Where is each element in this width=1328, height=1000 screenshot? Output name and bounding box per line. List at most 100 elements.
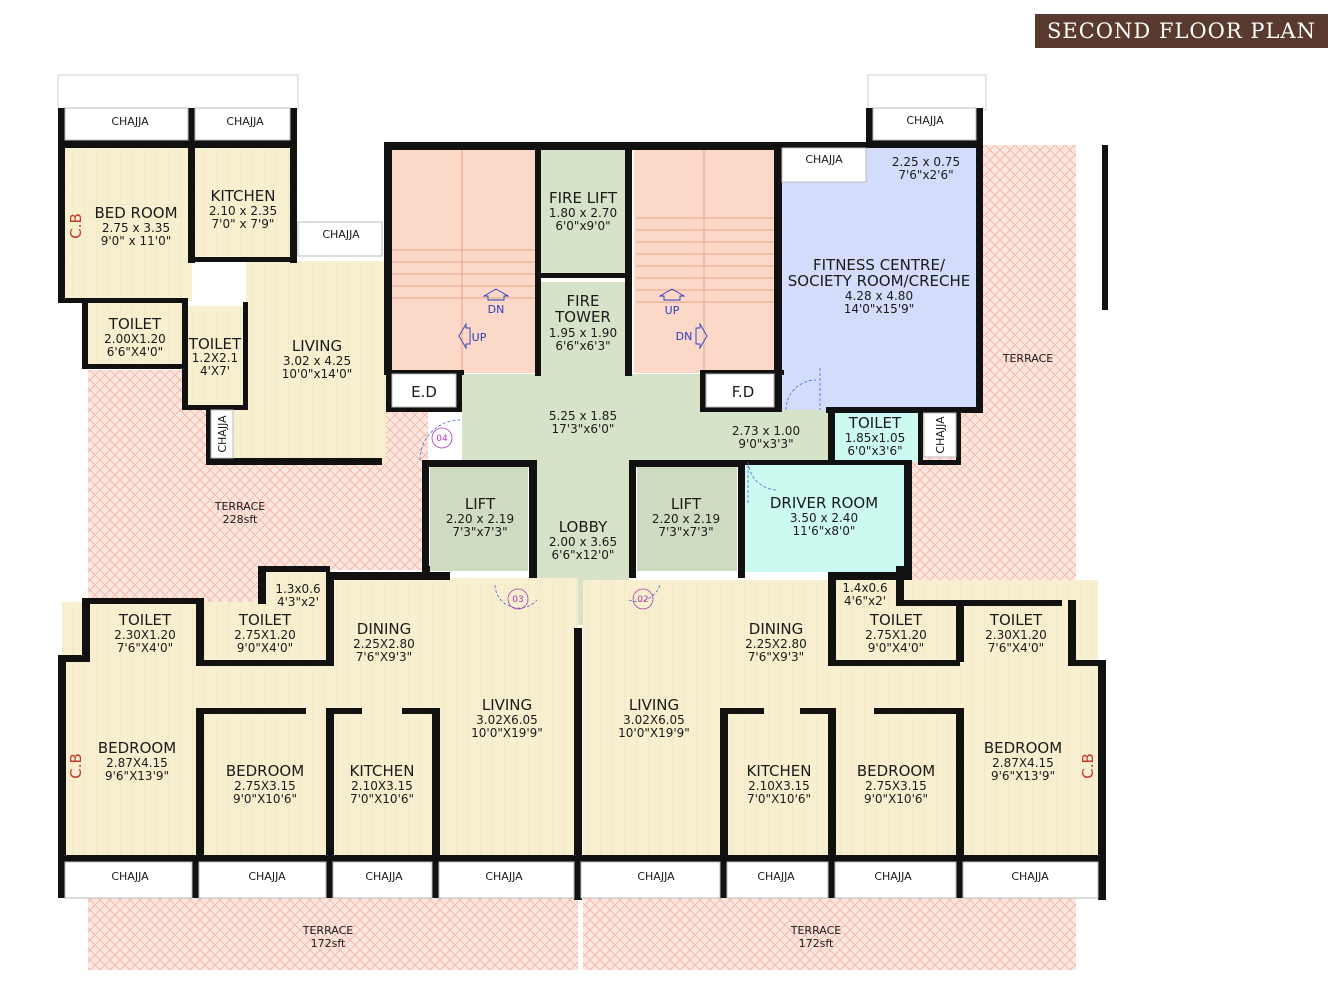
room-dims: 10'0"X19'9" [471, 726, 543, 740]
room-name-kitchen: KITCHEN [350, 762, 415, 780]
room-dims: 3.02X6.05 [476, 713, 538, 727]
chajja-label: CHAJJA [226, 115, 264, 128]
room-name-toilet: TOILET [848, 414, 902, 432]
duct-dims: 4'6"x2' [844, 594, 886, 608]
chajja-label: CHAJJA [757, 870, 795, 883]
room-dims: 2.75X1.20 [865, 628, 927, 642]
room-name-bedroom: BEDROOM [226, 762, 304, 780]
room-dims: 1.95 x 1.90 [549, 326, 617, 340]
room-dims: 9'6"X13'9" [105, 769, 169, 783]
room-dims: 7'6"X9'3" [356, 650, 412, 664]
terrace-bottom-right [583, 895, 1076, 970]
room-dims: 2.25X2.80 [745, 637, 807, 651]
room-dims: 7'0"X10'6" [747, 792, 811, 806]
door-marker-04 [431, 427, 453, 449]
room-name-toilet: TOILET [188, 335, 242, 353]
ed-label: E.D [411, 383, 437, 401]
stair-up-label: UP [665, 304, 680, 317]
room-name-fire-lift: FIRE LIFT [549, 189, 618, 207]
room-name-kitchen: KITCHEN [747, 762, 812, 780]
chajja-label: CHAJJA [216, 415, 229, 453]
duct-dims: 1.4x0.6 [842, 581, 887, 595]
door-swings [419, 368, 821, 609]
room-dims: 2.75X1.20 [234, 628, 296, 642]
room-name-toilet: TOILET [238, 611, 292, 629]
room-dims: 2.00 x 3.65 [549, 535, 617, 549]
room-name-lift: LIFT [465, 495, 496, 513]
chajja-label: CHAJJA [805, 153, 843, 166]
room-fills [62, 148, 1098, 858]
room-name-living: LIVING [629, 696, 679, 714]
room-dims: 6'6"x6'3" [555, 339, 610, 353]
room-name-lobby: LOBBY [559, 518, 608, 536]
chajja-label: CHAJJA [934, 416, 947, 454]
room-name-toilet: TOILET [108, 315, 162, 333]
room-dims: 2.20 x 2.19 [446, 512, 514, 526]
room-name-bedroom: BEDROOM [984, 739, 1062, 757]
terrace-bottom-left [88, 895, 578, 970]
terrace-label: TERRACE [214, 500, 266, 513]
chajja-label: CHAJJA [906, 114, 944, 127]
room-dims: 7'6"X4'0" [988, 641, 1044, 655]
cb-label: C.B [67, 753, 85, 779]
stair-dn-label: DN [488, 303, 505, 316]
terrace-area: 172sft [799, 937, 834, 950]
terrace-label: TERRACE [302, 924, 354, 937]
room-dims: 7'6"X4'0" [117, 641, 173, 655]
fitness-chajja-dims: 2.25 x 0.75 [892, 155, 960, 169]
room-dims: 6'6"X4'0" [107, 345, 163, 359]
duct-dims: 4'3"x2' [277, 595, 319, 609]
room-dims: 3.02 x 4.25 [283, 354, 351, 368]
passage-dims: 2.73 x 1.00 [732, 424, 800, 438]
stair-dn-label: DN [676, 330, 693, 343]
room-dims: 2.87X4.15 [992, 756, 1054, 770]
corridor-dims: 5.25 x 1.85 [549, 409, 617, 423]
door-number: 04 [436, 434, 448, 444]
terrace-strip-left [88, 570, 260, 602]
duct-dims: 1.3x0.6 [275, 582, 320, 596]
room-name-kitchen: KITCHEN [211, 187, 276, 205]
door-markers [431, 427, 654, 610]
terrace-label: TERRACE [1002, 352, 1054, 365]
room-dims: 9'0"X10'6" [233, 792, 297, 806]
room-dims: 2.75X3.15 [234, 779, 296, 793]
room-dims: 2.30X1.20 [114, 628, 176, 642]
chajja-label: CHAJJA [637, 870, 675, 883]
room-name-fire-tower: FIRE [567, 292, 600, 310]
room-dims: 6'0"x9'0" [555, 219, 610, 233]
chajja-label: CHAJJA [485, 870, 523, 883]
chajja-label: CHAJJA [1011, 870, 1049, 883]
plan-title: SECOND FLOOR PLAN [1047, 19, 1316, 43]
fitness-chajja-dims: 7'6"x2'6" [898, 168, 953, 182]
door-marker-03 [507, 588, 529, 610]
room-dims: 11'6"x8'0" [793, 524, 856, 538]
room-dims: 2.10 x 2.35 [209, 204, 277, 218]
door-number: 03 [512, 595, 523, 605]
terrace-area: 172sft [311, 937, 346, 950]
room-name-dining: DINING [749, 620, 803, 638]
room-dims: 9'6"X13'9" [991, 769, 1055, 783]
chajja-label: CHAJJA [365, 870, 403, 883]
room-name-lift: LIFT [671, 495, 702, 513]
room-dims: 2.25X2.80 [353, 637, 415, 651]
room-dims: 2.30X1.20 [985, 628, 1047, 642]
room-dims: 1.85x1.05 [845, 431, 906, 445]
room-name-bedroom: BEDROOM [98, 739, 176, 757]
chajja-label: CHAJJA [248, 870, 286, 883]
room-name-fitness: SOCIETY ROOM/CRECHE [788, 272, 970, 290]
room-name-living: LIVING [482, 696, 532, 714]
room-name-toilet: TOILET [118, 611, 172, 629]
room-name-dining: DINING [357, 620, 411, 638]
room-dims: 2.75 x 3.35 [102, 221, 170, 235]
terrace-area: 228sft [223, 513, 258, 526]
cb-label: C.B [1079, 753, 1097, 779]
room-dims: 9'0"X4'0" [868, 641, 924, 655]
room-name-toilet: TOILET [869, 611, 923, 629]
door-marker-02 [632, 588, 654, 610]
cb-label: C.B [67, 213, 85, 239]
room-name-driver-room: DRIVER ROOM [770, 494, 878, 512]
room-dims: 10'0"x14'0" [282, 367, 353, 381]
room-dims: 7'3"x7'3" [452, 525, 507, 539]
chajja-boxes [64, 107, 1099, 899]
